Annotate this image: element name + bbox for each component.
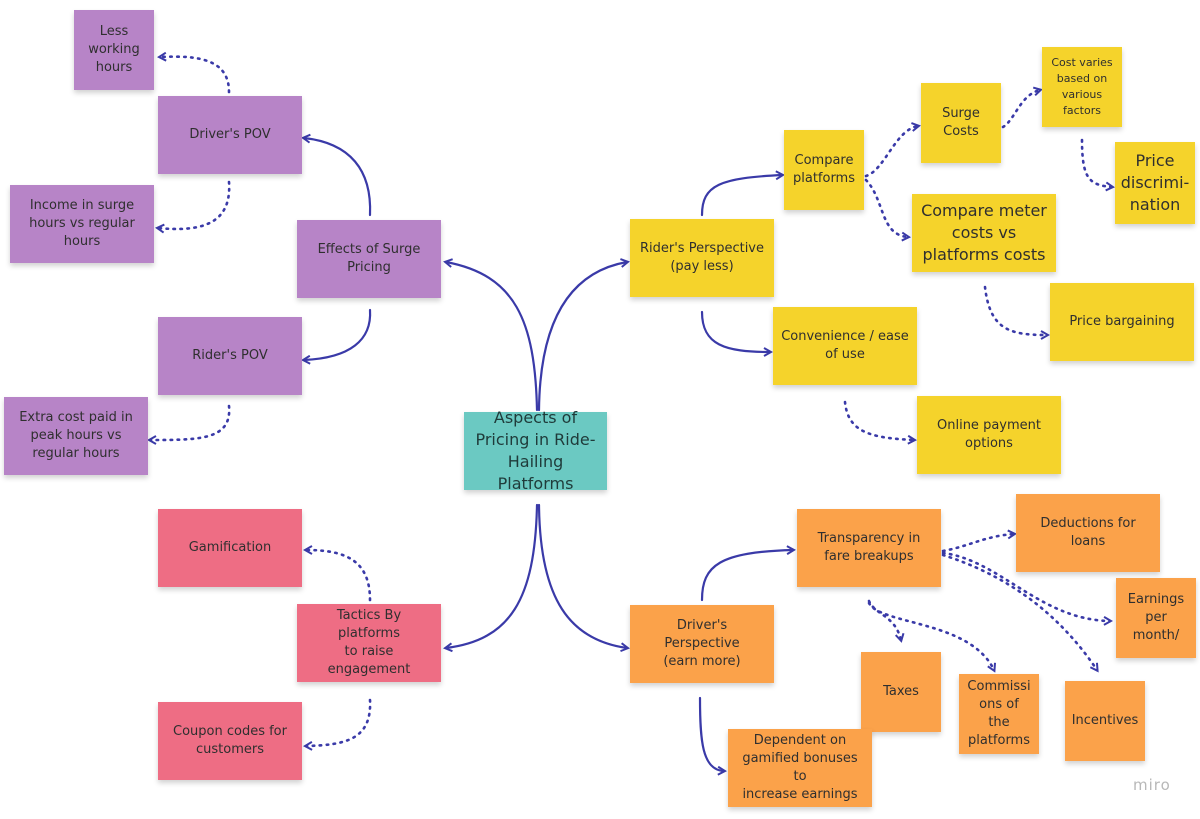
edge-meter-bargaining bbox=[983, 285, 1047, 335]
miro-logo: miro bbox=[1133, 776, 1171, 794]
note-extra-cost-peak-hours[interactable]: Extra cost paid in peak hours vs regular… bbox=[4, 397, 148, 475]
note-gamification[interactable]: Gamification bbox=[158, 509, 302, 587]
note-drivers-perspective[interactable]: Driver's Perspective (earn more) bbox=[630, 605, 774, 683]
edge-transp-earnings bbox=[941, 551, 1110, 621]
note-online-payment[interactable]: Online payment options bbox=[917, 396, 1061, 474]
edge-convenience-payment bbox=[843, 400, 914, 440]
edge-compare-meter bbox=[864, 178, 908, 237]
edge-effects-riderpov bbox=[304, 308, 372, 360]
edge-driverpov-lesshours bbox=[160, 57, 231, 94]
edge-driverpov-income bbox=[158, 180, 231, 229]
note-less-working-hours[interactable]: Less working hours bbox=[74, 10, 154, 90]
edge-transp-deductions bbox=[941, 534, 1014, 553]
edge-surge-costvaries bbox=[1001, 90, 1040, 129]
edge-central-tactics bbox=[446, 503, 539, 648]
edge-transp-incentives bbox=[941, 553, 1097, 670]
note-price-discrimination[interactable]: Price discrimi- nation bbox=[1115, 142, 1195, 224]
note-commissions[interactable]: Commissi ons of the platforms bbox=[959, 674, 1039, 754]
edge-tactics-gamification bbox=[306, 550, 372, 602]
note-dependent-gamified-bonuses[interactable]: Dependent on gamified bonuses to increas… bbox=[728, 729, 872, 807]
note-incentives[interactable]: Incentives bbox=[1065, 681, 1145, 761]
note-income-surge-hours[interactable]: Income in surge hours vs regular hours bbox=[10, 185, 154, 263]
edge-driver-dependent bbox=[698, 696, 724, 771]
note-riders-pov[interactable]: Rider's POV bbox=[158, 317, 302, 395]
edge-costvaries-price bbox=[1080, 138, 1112, 187]
note-riders-perspective[interactable]: Rider's Perspective (pay less) bbox=[630, 219, 774, 297]
edge-transp-taxes bbox=[867, 599, 901, 640]
note-coupon-codes[interactable]: Coupon codes for customers bbox=[158, 702, 302, 780]
central-topic[interactable]: Aspects of Pricing in Ride- Hailing Plat… bbox=[464, 408, 607, 493]
note-surge-costs[interactable]: Surge Costs bbox=[921, 83, 1001, 163]
edge-central-driver bbox=[537, 503, 627, 648]
note-tactics-by-platforms[interactable]: Tactics By platforms to raise engagement bbox=[297, 604, 441, 682]
note-earnings-per-month[interactable]: Earnings per month/ bbox=[1116, 578, 1196, 658]
note-drivers-pov[interactable]: Driver's POV bbox=[158, 96, 302, 174]
note-taxes[interactable]: Taxes bbox=[861, 652, 941, 732]
note-cost-varies[interactable]: Cost varies based on various factors bbox=[1042, 47, 1122, 127]
note-compare-meter-costs[interactable]: Compare meter costs vs platforms costs bbox=[912, 194, 1056, 272]
edge-tactics-coupon bbox=[306, 698, 372, 746]
edge-rider-convenience bbox=[700, 310, 770, 352]
note-compare-platforms[interactable]: Compare platforms bbox=[784, 130, 864, 210]
edge-rider-compare bbox=[700, 175, 782, 217]
edge-transp-commissions bbox=[867, 601, 994, 670]
edge-central-rider bbox=[537, 262, 627, 412]
note-price-bargaining[interactable]: Price bargaining bbox=[1050, 283, 1194, 361]
edge-effects-driverpov bbox=[304, 138, 372, 217]
note-effects-of-surge-pricing[interactable]: Effects of Surge Pricing bbox=[297, 220, 441, 298]
edge-driver-transparency bbox=[700, 550, 793, 602]
note-convenience[interactable]: Convenience / ease of use bbox=[773, 307, 917, 385]
edge-central-effects bbox=[446, 262, 539, 412]
edge-riderpov-extracost bbox=[150, 404, 231, 440]
note-deductions-for-loans[interactable]: Deductions for loans bbox=[1016, 494, 1160, 572]
note-transparency-fare-breakups[interactable]: Transparency in fare breakups bbox=[797, 509, 941, 587]
edge-compare-surge bbox=[864, 126, 918, 178]
